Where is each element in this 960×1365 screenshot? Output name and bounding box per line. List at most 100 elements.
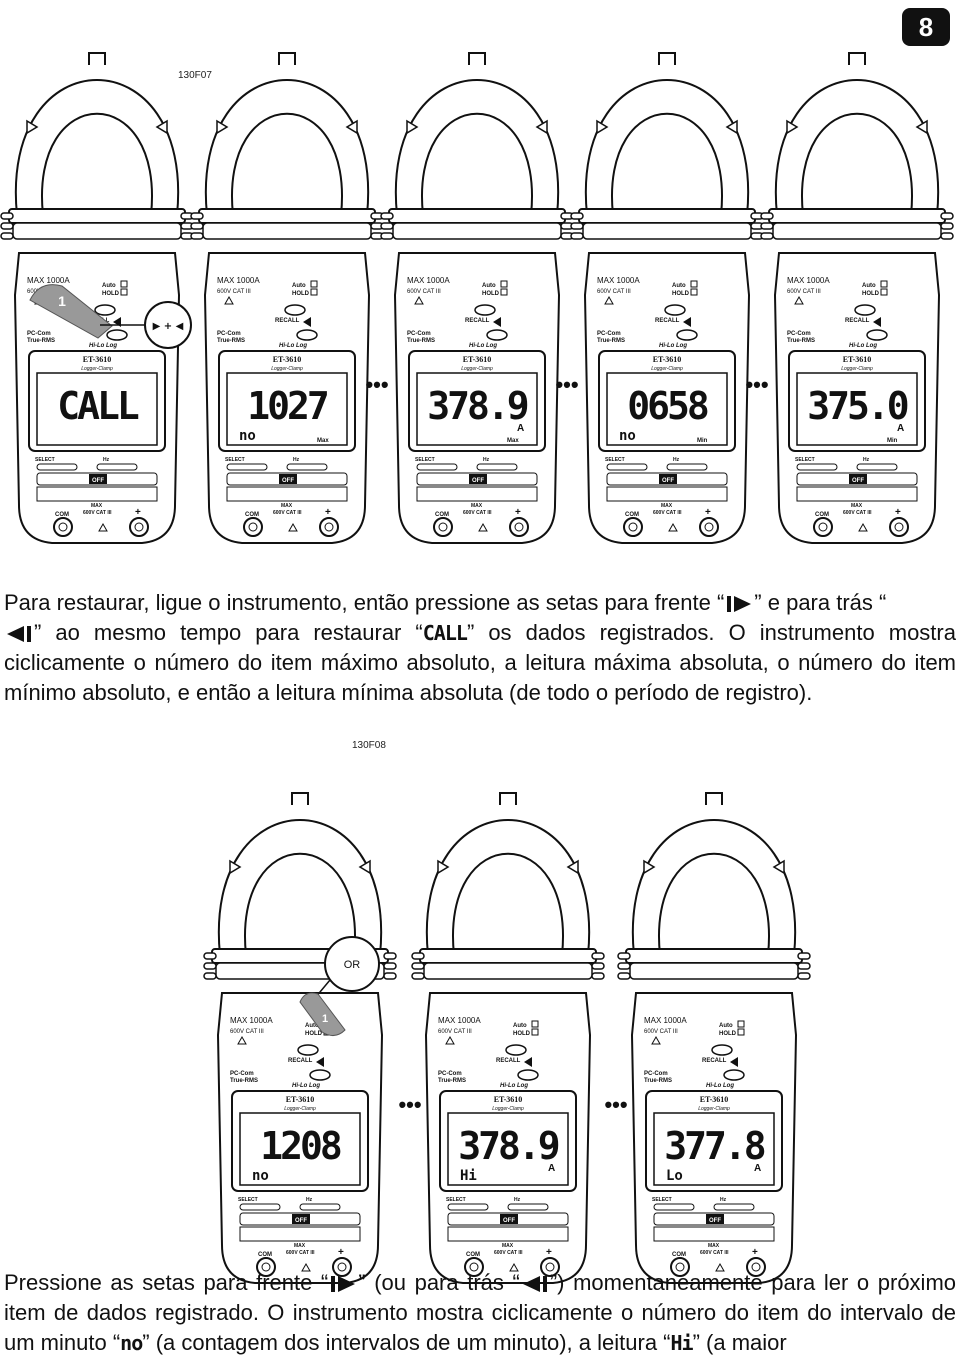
hold-box: [531, 1028, 539, 1036]
lcd-unit: A: [517, 423, 524, 434]
rotary-bar: [606, 486, 728, 502]
label-auto: Auto: [482, 283, 496, 289]
guard-lower: [12, 222, 182, 240]
paragraph-next-item: Pressione as setas para frente “” (ou pa…: [4, 1268, 956, 1358]
lcd-indicator: Max: [317, 438, 329, 444]
text-segment: Pressione as setas para frente “: [4, 1270, 329, 1295]
label-pc-com: PC-Com: [787, 331, 811, 337]
label-cat-small: 600V CAT III: [843, 510, 872, 516]
label-true-rms: True-RMS: [217, 338, 245, 344]
label-hz: Hz: [863, 457, 870, 463]
label-max-current: MAX 1000A: [217, 276, 260, 285]
hold-box: [737, 1028, 745, 1036]
grip-ridge: [570, 212, 584, 220]
rotary-bar: [226, 486, 348, 502]
grip-ridge: [411, 962, 425, 970]
label-max-current: MAX 1000A: [27, 276, 70, 285]
lcd-screen: [226, 372, 348, 446]
callout-bubble: [324, 936, 380, 992]
button-oval: [486, 329, 508, 341]
lcd-main-reading: CALL: [57, 384, 139, 428]
auto-box: [737, 1020, 745, 1028]
label-off: OFF: [503, 1218, 515, 1224]
grip-ridge: [591, 962, 605, 970]
jaw-mark: [229, 859, 242, 875]
page-number: 8: [902, 8, 950, 46]
terminal-com-inner: [469, 1262, 479, 1272]
label-plus: +: [338, 1247, 344, 1258]
label-recall: RECALL: [496, 1058, 521, 1064]
lcd-main-reading: 0658: [627, 384, 708, 428]
label-subtitle: Logger-Clamp: [698, 1106, 730, 1112]
label-cat: 600V CAT III: [644, 1029, 678, 1035]
label-hz: Hz: [293, 457, 300, 463]
jaw-mark: [406, 119, 419, 135]
grip-ridge: [940, 232, 954, 240]
label-plus: +: [546, 1247, 552, 1258]
label-select: SELECT: [238, 1197, 258, 1203]
jaw-mark: [358, 859, 371, 875]
jaw-mark: [566, 859, 579, 875]
auto-box: [310, 280, 318, 288]
select-button: [447, 1203, 489, 1211]
lcd-screen: [606, 372, 728, 446]
label-cat: 600V CAT III: [407, 289, 441, 295]
label-recall: RECALL: [655, 318, 680, 324]
grip-ridge: [570, 232, 584, 240]
label-cat-small: 600V CAT III: [463, 510, 492, 516]
forward-arrow-icon: [331, 1276, 356, 1293]
grip-ridge: [0, 222, 14, 230]
grip-ridge: [591, 952, 605, 960]
guard-plate: [625, 948, 803, 964]
warning-icon: [224, 295, 234, 305]
label-cat: 600V CAT III: [230, 1029, 264, 1035]
grip-ridge: [797, 952, 811, 960]
hz-button: [713, 1203, 755, 1211]
select-button: [36, 463, 78, 471]
warning-icon: [715, 1262, 725, 1272]
label-subtitle: Logger-Clamp: [461, 366, 493, 372]
grip-ridge: [380, 212, 394, 220]
lcd-main-reading: 1027: [247, 384, 328, 428]
back-arrow-icon: [524, 1057, 532, 1067]
label-select: SELECT: [415, 457, 435, 463]
label-subtitle: Logger-Clamp: [492, 1106, 524, 1112]
hz-button: [666, 463, 708, 471]
grip-ridge: [0, 232, 14, 240]
ellipsis: •••: [398, 1092, 421, 1117]
label-plus: +: [515, 507, 521, 518]
callout-number: 1: [58, 293, 66, 309]
label-com: COM: [466, 1252, 480, 1258]
jaw-mark: [535, 119, 548, 135]
finger-icon: [29, 284, 113, 339]
guard-lower: [772, 222, 942, 240]
jaw-tip: [278, 52, 296, 65]
lcd-sub-reading: Hi: [460, 1168, 477, 1184]
terminal-com-inner: [58, 522, 68, 532]
hz-button: [286, 463, 328, 471]
ellipsis: •••: [365, 372, 388, 397]
warning-icon: [98, 522, 108, 532]
paragraph-restore: Para restaurar, ligue o instrumento, ent…: [4, 588, 956, 708]
label-auto: Auto: [719, 1023, 733, 1029]
label-cat: 600V CAT III: [787, 289, 821, 295]
terminal-plus-inner: [894, 522, 904, 532]
hold-box: [500, 288, 508, 296]
grip-ridge: [380, 232, 394, 240]
guard-plate: [419, 948, 597, 964]
label-off: OFF: [709, 1218, 721, 1224]
auto-box: [500, 280, 508, 288]
label-max-current: MAX 1000A: [597, 276, 640, 285]
lcd-main-reading: 377.8: [664, 1124, 765, 1168]
lcd-screen: [653, 1112, 775, 1186]
off-box: [849, 474, 867, 484]
label-true-rms: True-RMS: [27, 338, 55, 344]
terminal-plus-inner: [751, 1262, 761, 1272]
terminal-plus-inner: [134, 522, 144, 532]
button-oval: [866, 329, 888, 341]
label-cat-small: 600V CAT III: [83, 510, 112, 516]
label-hz: Hz: [514, 1197, 521, 1203]
label-hi-lo-log: Hi-Lo Log: [469, 343, 497, 349]
label-com: COM: [55, 512, 69, 518]
label-cat: 600V CAT III: [217, 289, 251, 295]
